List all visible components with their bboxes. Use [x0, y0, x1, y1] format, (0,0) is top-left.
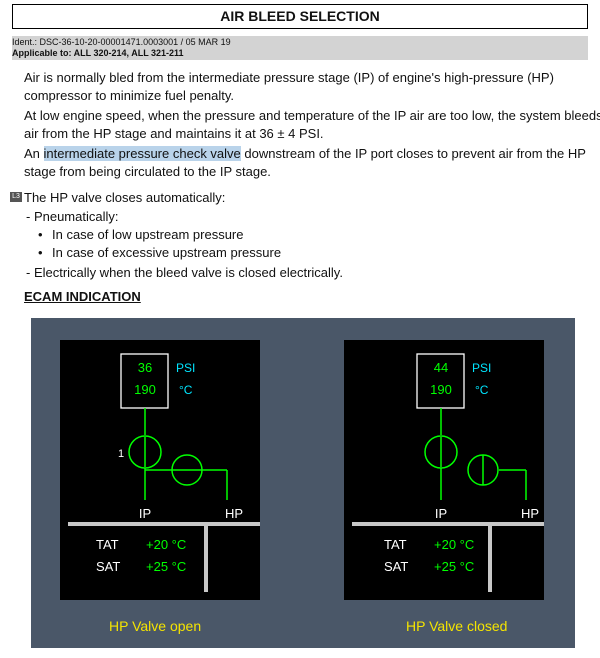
paragraph-line-3: At low engine speed, when the pressure a… — [24, 108, 600, 123]
bullet-icon: • — [38, 227, 43, 242]
bleed-temperature-value: 190 — [134, 382, 156, 397]
divider-horizontal — [68, 522, 260, 526]
tat-value: +20 °C — [434, 537, 474, 552]
paragraph-line-1: Air is normally bled from the intermedia… — [24, 70, 554, 85]
temp-unit: °C — [179, 383, 193, 397]
level-tag-icon: L3 — [10, 192, 22, 202]
paragraph-line-4: air from the HP stage and maintains it a… — [24, 126, 324, 141]
list-item-electrical: - Electrically when the bleed valve is c… — [26, 265, 343, 280]
temp-unit: °C — [475, 383, 489, 397]
psi-unit: PSI — [472, 361, 491, 375]
list-item-pneumatic: - Pneumatically: — [26, 209, 119, 224]
highlighted-term[interactable]: intermediate pressure check valve — [43, 146, 241, 161]
sat-value: +25 °C — [146, 559, 186, 574]
ident-line: Ident.: DSC-36-10-20-00001471.0003001 / … — [12, 37, 231, 47]
divider-vertical — [204, 526, 208, 592]
section-title-ecam: ECAM INDICATION — [24, 289, 141, 304]
engine-number: 1 — [118, 448, 124, 460]
bleed-pressure-value: 36 — [138, 360, 152, 375]
ident-bar: Ident.: DSC-36-10-20-00001471.0003001 / … — [12, 36, 588, 60]
paragraph-line-5: An intermediate pressure check valve dow… — [24, 145, 586, 163]
text-prefix: An — [24, 146, 44, 161]
tat-label: TAT — [384, 537, 407, 552]
sat-label: SAT — [384, 559, 408, 574]
bullet-icon: • — [38, 245, 43, 260]
caption-hp-valve-closed: HP Valve closed — [406, 618, 508, 634]
sat-value: +25 °C — [434, 559, 474, 574]
sat-label: SAT — [96, 559, 120, 574]
page-title: AIR BLEED SELECTION — [12, 4, 588, 29]
hp-valve-intro: The HP valve closes automatically: — [24, 190, 226, 205]
divider-vertical — [488, 526, 492, 592]
divider-horizontal — [352, 522, 544, 526]
list-item-low-pressure: In case of low upstream pressure — [52, 227, 244, 242]
ip-label: IP — [435, 506, 447, 521]
ecam-display-open: 36 190 PSI °C 1 IP HP TAT SAT +20 °C +25… — [60, 340, 260, 600]
psi-unit: PSI — [176, 361, 195, 375]
ecam-panel: 36 190 PSI °C 1 IP HP TAT SAT +20 °C +25… — [31, 318, 575, 648]
paragraph-line-2: compressor to minimize fuel penalty. — [24, 88, 235, 103]
hp-label: HP — [225, 506, 243, 521]
tat-value: +20 °C — [146, 537, 186, 552]
ecam-display-closed: 44 190 PSI °C IP HP TAT SAT +20 °C +25 °… — [344, 340, 544, 600]
list-item-excessive-pressure: In case of excessive upstream pressure — [52, 245, 282, 260]
applicability-line: Applicable to: ALL 320-214, ALL 321-211 — [12, 48, 184, 58]
bleed-temperature-value: 190 — [430, 382, 452, 397]
hp-label: HP — [521, 506, 539, 521]
text-suffix: downstream of the IP port closes to prev… — [240, 146, 586, 161]
tat-label: TAT — [96, 537, 119, 552]
ip-label: IP — [139, 506, 151, 521]
caption-hp-valve-open: HP Valve open — [109, 618, 202, 634]
paragraph-line-6: stage from being circulated to the IP st… — [24, 164, 271, 179]
bleed-pressure-value: 44 — [434, 360, 448, 375]
ecam-diagrams: 36 190 PSI °C 1 IP HP TAT SAT +20 °C +25… — [60, 340, 544, 600]
